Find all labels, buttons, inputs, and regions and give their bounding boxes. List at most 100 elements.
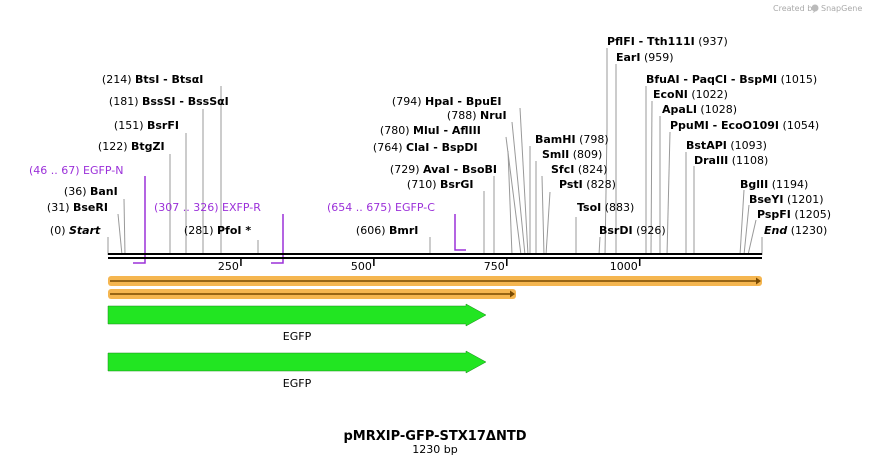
orf-bar-partial-arrowhead	[510, 290, 515, 298]
site-label-11[interactable]: (764) ClaI - BspDI	[373, 141, 478, 154]
site-label-21[interactable]: PflFI - Tth111I (937)	[607, 35, 728, 48]
site-position: (1028)	[697, 103, 737, 116]
site-position: (764)	[373, 141, 406, 154]
site-label-10[interactable]: (729) AvaI - BsoBI	[390, 163, 497, 176]
site-label-27[interactable]: BstAPI (1093)	[686, 139, 767, 152]
site-name: BseYI	[749, 193, 783, 206]
site-position: (926)	[633, 224, 666, 237]
site-label-5[interactable]: (181) BssSI - BssSαI	[109, 95, 229, 108]
site-name: PspFI	[757, 208, 791, 221]
site-label-19[interactable]: TsoI (883)	[577, 201, 634, 214]
plasmid-length: 1230 bp	[412, 443, 457, 456]
site-position: (122)	[98, 140, 131, 153]
site-position: (1054)	[779, 119, 819, 132]
site-label-16[interactable]: SmlI (809)	[542, 148, 602, 161]
site-position: (31)	[47, 201, 73, 214]
site-label-8[interactable]: (606) BmrI	[356, 224, 418, 237]
feature-egfp-1[interactable]: EGFP	[107, 303, 487, 343]
site-name: PfoI *	[217, 224, 251, 237]
primer-markers	[133, 176, 466, 264]
site-label-0[interactable]: (0) Start	[50, 224, 101, 237]
site-name: BssSI - BssSαI	[142, 95, 229, 108]
site-position: (1022)	[688, 88, 728, 101]
site-name: DraIII	[694, 154, 728, 167]
ruler-tick-label-1000: 1000	[610, 260, 638, 273]
site-name: BsrGI	[440, 178, 473, 191]
site-position: (1093)	[727, 139, 767, 152]
site-label-22[interactable]: EarI (959)	[616, 51, 674, 64]
snapgene-credit: Created by SnapGene	[773, 4, 862, 13]
site-label-29[interactable]: BglII (1194)	[740, 178, 808, 191]
site-position: (1230)	[787, 224, 827, 237]
site-position: (788)	[447, 109, 480, 122]
site-name: ApaLI	[662, 103, 697, 116]
site-name: AvaI - BsoBI	[423, 163, 497, 176]
credit-created-by: Created by	[773, 4, 817, 13]
credit-brand: SnapGene	[821, 4, 862, 13]
site-label-6[interactable]: (214) BtsI - BtsαI	[102, 73, 203, 86]
site-connector-lines	[107, 48, 763, 256]
site-label-20[interactable]: BsrDI (926)	[599, 224, 666, 237]
site-name: PstI	[559, 178, 583, 191]
site-name: BfuAI - PaqCI - BspMI	[646, 73, 777, 86]
orf-bar-full-arrowhead	[756, 277, 761, 285]
site-label-30[interactable]: BseYI (1201)	[749, 193, 824, 206]
site-name: EarI	[616, 51, 640, 64]
feature-egfp-2[interactable]: EGFP	[107, 350, 487, 390]
site-position: (0)	[50, 224, 69, 237]
feature-egfp-2-label: EGFP	[283, 377, 312, 390]
site-label-4[interactable]: (151) BsrFI	[114, 119, 179, 132]
site-name: BtsI - BtsαI	[135, 73, 203, 86]
site-name: ClaI - BspDI	[406, 141, 478, 154]
site-position: (883)	[601, 201, 634, 214]
site-label-26[interactable]: PpuMI - EcoO109I (1054)	[670, 119, 819, 132]
site-name: TsoI	[577, 201, 601, 214]
site-label-9[interactable]: (710) BsrGI	[407, 178, 474, 191]
snapgene-logo-icon	[811, 4, 819, 12]
site-position: (780)	[380, 124, 413, 137]
feature-egfp-1-label: EGFP	[283, 330, 312, 343]
site-name: Start	[69, 224, 101, 237]
feature-egfp-2-arrow	[107, 350, 487, 374]
site-label-13[interactable]: (788) NruI	[447, 109, 507, 122]
site-name: SfcI	[551, 163, 574, 176]
site-name: HpaI - BpuEI	[425, 95, 502, 108]
site-label-15[interactable]: BamHI (798)	[535, 133, 609, 146]
orf-bars	[108, 276, 762, 299]
primer-label-2[interactable]: (654 .. 675) EGFP-C	[327, 201, 435, 214]
site-label-17[interactable]: SfcI (824)	[551, 163, 607, 176]
site-label-2[interactable]: (36) BanI	[64, 185, 118, 198]
site-position: (1194)	[768, 178, 808, 191]
site-name: BstAPI	[686, 139, 727, 152]
feature-egfp-1-arrow	[107, 303, 487, 327]
primer-label-0[interactable]: (46 .. 67) EGFP-N	[29, 164, 123, 177]
site-position: (281)	[184, 224, 217, 237]
primer-label-1[interactable]: (307 .. 326) EXFP-R	[154, 201, 261, 214]
site-label-23[interactable]: BfuAI - PaqCI - BspMI (1015)	[646, 73, 817, 86]
site-name: PpuMI - EcoO109I	[670, 119, 779, 132]
site-label-7[interactable]: (281) PfoI *	[184, 224, 251, 237]
site-label-1[interactable]: (31) BseRI	[47, 201, 108, 214]
site-position: (151)	[114, 119, 147, 132]
site-label-24[interactable]: EcoNI (1022)	[653, 88, 728, 101]
site-label-28[interactable]: DraIII (1108)	[694, 154, 768, 167]
site-label-31[interactable]: PspFI (1205)	[757, 208, 831, 221]
site-position: (710)	[407, 178, 440, 191]
site-position: (824)	[574, 163, 607, 176]
site-name: BmrI	[389, 224, 418, 237]
site-position: (181)	[109, 95, 142, 108]
site-position: (794)	[392, 95, 425, 108]
ruler-tick-label-750: 750	[484, 260, 505, 273]
site-label-14[interactable]: (794) HpaI - BpuEI	[392, 95, 502, 108]
site-label-32[interactable]: End (1230)	[764, 224, 827, 237]
site-label-18[interactable]: PstI (828)	[559, 178, 616, 191]
site-name: BglII	[740, 178, 768, 191]
site-name: BanI	[90, 185, 118, 198]
site-label-12[interactable]: (780) MluI - AflIII	[380, 124, 481, 137]
site-label-25[interactable]: ApaLI (1028)	[662, 103, 737, 116]
site-label-3[interactable]: (122) BtgZI	[98, 140, 165, 153]
site-position: (1201)	[783, 193, 823, 206]
site-position: (214)	[102, 73, 135, 86]
